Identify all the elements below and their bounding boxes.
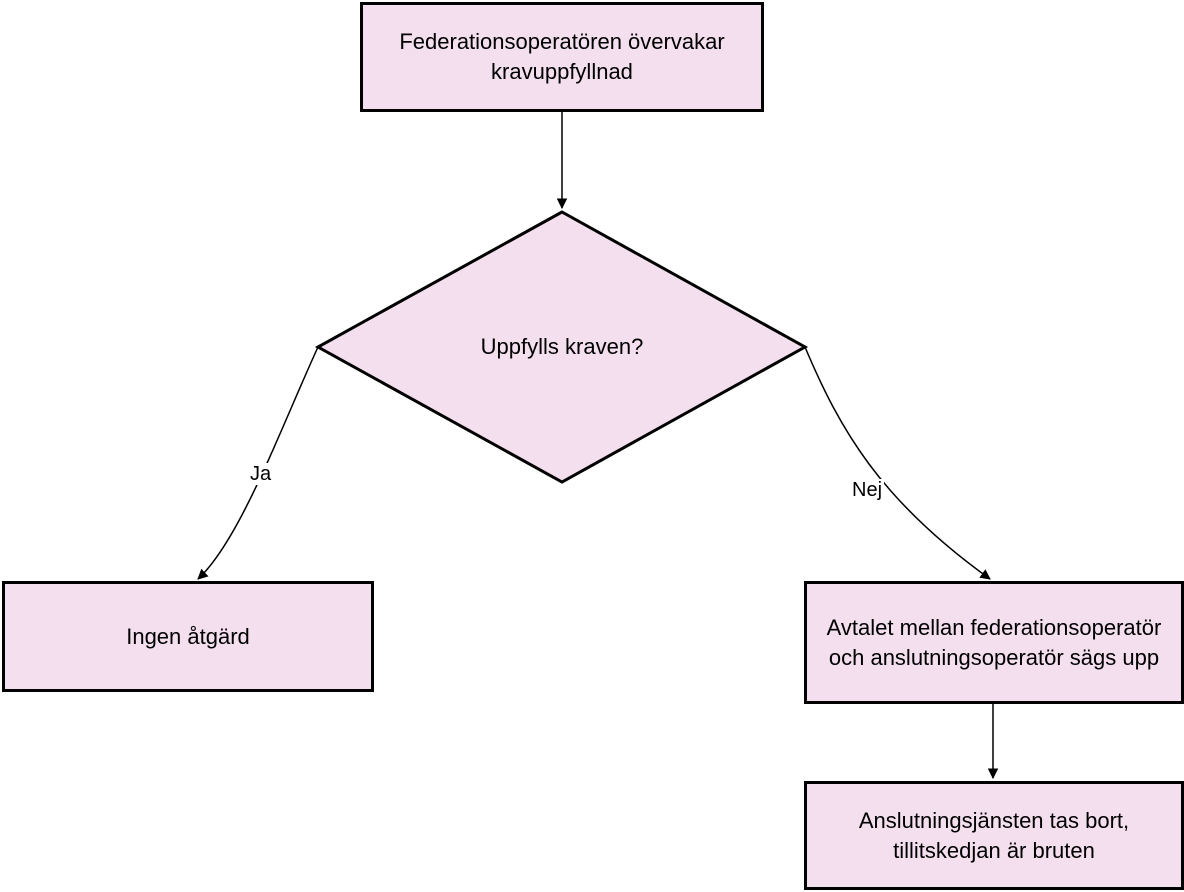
terminate-box: Avtalet mellan federationsoperatör och a… <box>804 581 1184 704</box>
removed-box-label: Anslutningsjänsten tas bort, tillitskedj… <box>858 807 1130 863</box>
edge-decision-to-terminate <box>804 346 991 580</box>
removed-box: Anslutningsjänsten tas bort, tillitskedj… <box>804 781 1184 890</box>
monitor-box: Federationsoperatören övervakar kravuppf… <box>360 2 764 112</box>
monitor-box-label: Federationsoperatören övervakar kravuppf… <box>399 29 725 84</box>
decision-diamond <box>314 210 809 484</box>
edge-label-yes: Ja <box>248 463 274 485</box>
no-action-box: Ingen åtgärd <box>2 581 374 692</box>
decision-label: Uppfylls kraven? <box>480 334 644 359</box>
no-action-box-label: Ingen åtgärd <box>126 623 250 649</box>
terminate-box-label: Avtalet mellan federationsoperatör och a… <box>826 614 1162 670</box>
edge-label-no: Nej <box>850 479 885 501</box>
